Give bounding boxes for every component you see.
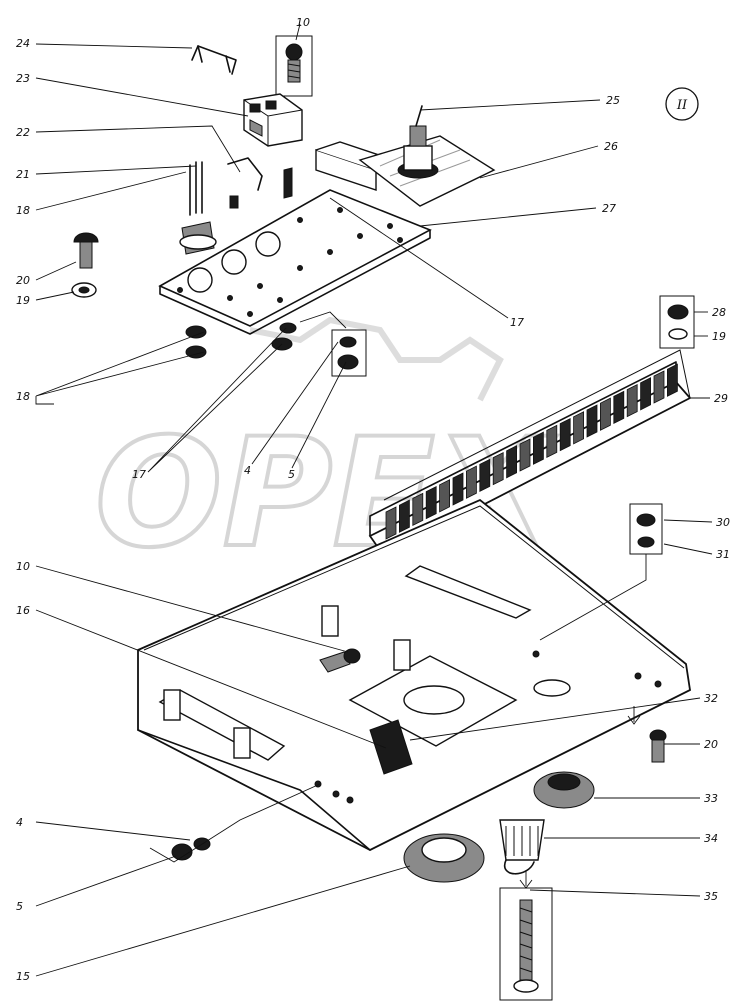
part-small-terminal <box>283 167 293 199</box>
part-22-plug <box>227 157 263 209</box>
callout-28: 28 <box>712 306 726 319</box>
callout-17-left: 17 <box>132 468 146 481</box>
callout-5-upper: 5 <box>288 468 295 481</box>
part-19-washer-left <box>71 282 97 298</box>
callout-29: 29 <box>714 392 728 405</box>
callout-33: 33 <box>704 792 718 805</box>
callout-18-lower: 18 <box>16 390 30 403</box>
part-30-31-nut-washer <box>629 503 663 555</box>
callout-34: 34 <box>704 832 718 845</box>
callout-20-left: 20 <box>16 274 30 287</box>
terminal-cell <box>586 404 598 438</box>
part-28-19-nut-washer <box>659 295 695 349</box>
part-18-nuts <box>185 325 207 359</box>
terminal-cell <box>412 492 424 527</box>
callout-18-upper: 18 <box>16 204 30 217</box>
callout-16: 16 <box>16 604 30 617</box>
terminal-cell <box>626 383 638 418</box>
callout-10-upper: 10 <box>296 16 310 29</box>
callout-25: 25 <box>606 94 620 107</box>
part-4-5-nuts-upper <box>331 329 367 377</box>
callout-19-right: 19 <box>712 330 726 343</box>
callout-20-right: 20 <box>704 738 718 751</box>
terminal-cell <box>533 431 544 465</box>
callout-4-lower: 4 <box>16 816 23 829</box>
part-27-mounting-plate <box>158 189 432 335</box>
part-10-screw-top <box>275 35 313 97</box>
terminal-cell <box>492 451 504 486</box>
callout-22: 22 <box>16 126 30 139</box>
callout-24: 24 <box>16 37 30 50</box>
callout-10-lower: 10 <box>16 560 30 573</box>
terminal-strip-cells <box>385 363 678 540</box>
callout-5-lower: 5 <box>16 900 23 913</box>
terminal-cell <box>546 424 558 459</box>
callout-35: 35 <box>704 890 718 903</box>
terminal-cell <box>439 479 450 513</box>
terminal-cell <box>385 506 397 540</box>
callout-15: 15 <box>16 970 30 983</box>
terminal-cell <box>653 370 665 404</box>
part-15-rubber-ring <box>403 833 485 883</box>
sheet-number-badge: II <box>665 87 699 121</box>
callout-27: 27 <box>602 202 616 215</box>
sheet-number: II <box>676 98 688 113</box>
terminal-cell <box>613 390 625 425</box>
part-23-relay-block <box>243 93 303 147</box>
terminal-cell <box>600 397 611 431</box>
part-18-sensor <box>179 161 217 255</box>
terminal-cell <box>640 377 651 411</box>
terminal-cell <box>452 472 464 506</box>
callout-4-upper: 4 <box>244 464 251 477</box>
terminal-cell <box>425 485 437 520</box>
callout-26: 26 <box>604 140 618 153</box>
terminal-cell <box>506 445 517 479</box>
callout-17-right: 17 <box>510 316 524 329</box>
part-34-bushing <box>499 819 545 875</box>
part-20-screw-right <box>649 729 667 763</box>
callout-32: 32 <box>704 692 718 705</box>
callout-31: 31 <box>716 548 730 561</box>
part-24-bracket <box>191 45 237 75</box>
part-20-screw-left <box>73 232 99 269</box>
terminal-cell <box>479 458 491 493</box>
callout-30: 30 <box>716 516 730 529</box>
terminal-cell <box>667 363 678 397</box>
part-35-long-screw <box>499 887 553 1001</box>
callout-19-left: 19 <box>16 294 30 307</box>
part-4-5-nuts-lower <box>171 837 211 861</box>
leader-lines <box>35 23 713 977</box>
base-tray <box>137 498 691 852</box>
terminal-cell <box>399 499 410 533</box>
terminal-cell <box>466 465 477 499</box>
terminal-cell <box>559 417 571 452</box>
terminal-cell <box>519 438 531 472</box>
part-25-toggle-switch <box>397 105 439 179</box>
callout-23: 23 <box>16 72 30 85</box>
callout-21: 21 <box>16 168 30 181</box>
terminal-cell <box>573 411 584 445</box>
callouts: 24 23 22 21 18 20 19 18 17 4 5 10 16 4 5… <box>16 16 730 983</box>
part-33-grommet <box>533 771 595 809</box>
